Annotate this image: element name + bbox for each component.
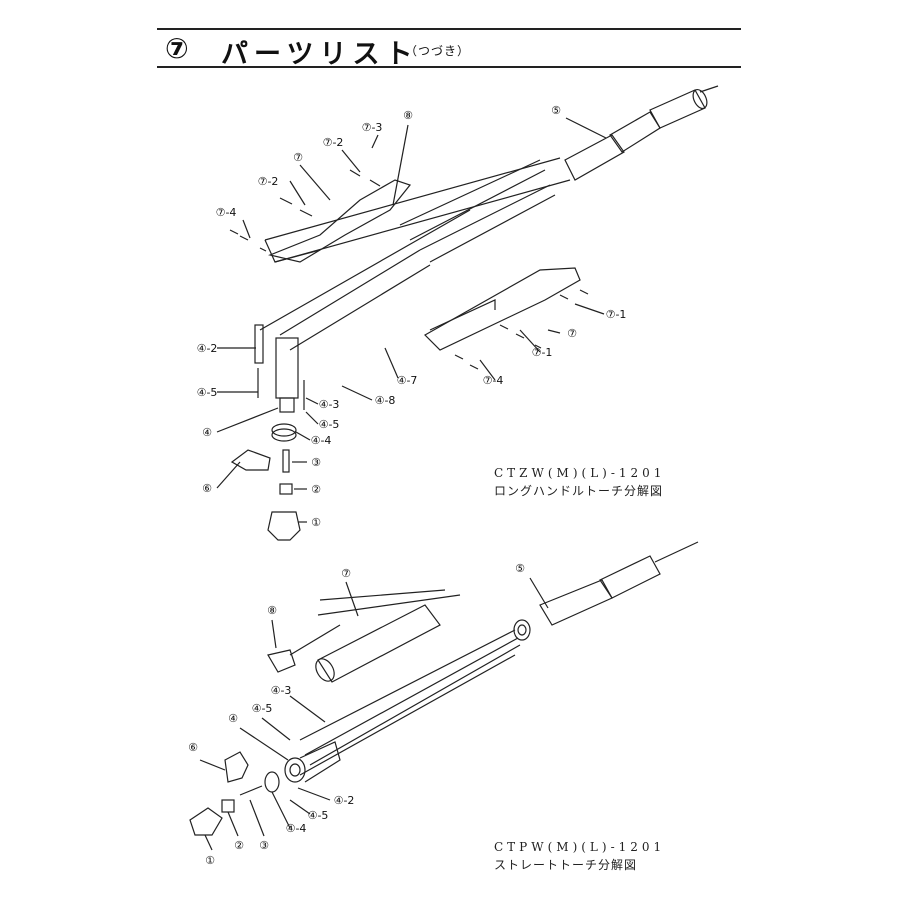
header-rule-bottom — [157, 66, 741, 68]
callout-fig1-11: ④-2 — [197, 342, 218, 355]
figure-1-model: CTZW(M)(L)-1201 — [494, 466, 666, 480]
callout-fig1-1: ⑧ — [403, 109, 413, 122]
figure-1-caption: CTZW(M)(L)-1201 ロングハンドルトーチ分解図 — [494, 466, 665, 499]
callout-fig1-18: ④-8 — [375, 394, 396, 407]
callout-fig2-11: ② — [234, 839, 244, 852]
callout-fig1-10: ⑦-4 — [483, 374, 504, 387]
page-title: パーツリスト — [221, 39, 419, 70]
figure-2-description: ストレートトーチ分解図 — [494, 858, 638, 872]
callout-fig2-4: ④ — [228, 712, 238, 725]
callout-fig1-0: ⑤ — [551, 104, 561, 117]
callout-fig2-3: ④-3 — [271, 684, 292, 697]
callout-fig1-15: ④-5 — [319, 418, 340, 431]
callout-fig2-2: ⑧ — [267, 604, 277, 617]
header-rule-top — [157, 28, 741, 30]
page-header: ⑦ パーツリスト （つづき） — [157, 28, 741, 70]
callout-fig2-9: ④-4 — [286, 822, 307, 835]
callout-fig1-9: ⑦-1 — [532, 346, 553, 359]
callout-fig1-16: ④-4 — [311, 434, 332, 447]
callout-fig1-5: ⑦-2 — [258, 175, 279, 188]
page-subtitle: （つづき） — [405, 44, 471, 58]
callout-fig1-19: ③ — [311, 456, 321, 469]
callout-fig1-6: ⑦-4 — [216, 206, 237, 219]
callout-fig1-7: ⑦-1 — [606, 308, 627, 321]
section-number: ⑦ — [165, 32, 189, 65]
callout-fig2-0: ⑤ — [515, 562, 525, 575]
callout-fig1-4: ⑦ — [293, 151, 303, 164]
figure-1-description: ロングハンドルトーチ分解図 — [494, 484, 664, 498]
callout-fig2-10: ① — [205, 854, 215, 867]
figure-2-drawing — [189, 541, 699, 851]
callout-fig1-12: ④-5 — [197, 386, 218, 399]
callout-fig2-5: ④-5 — [252, 702, 273, 715]
callout-fig1-21: ② — [311, 483, 321, 496]
figure-1-drawing — [216, 85, 719, 541]
callout-fig1-13: ④ — [202, 426, 212, 439]
callout-fig2-12: ③ — [259, 839, 269, 852]
callout-fig1-14: ④-3 — [319, 398, 340, 411]
figure-2-model: CTPW(M)(L)-1201 — [494, 840, 666, 854]
callout-fig1-20: ⑥ — [202, 482, 212, 495]
callout-fig2-7: ④-2 — [334, 794, 355, 807]
callout-fig1-8: ⑦ — [567, 327, 577, 340]
callout-fig1-3: ⑦-2 — [323, 136, 344, 149]
callout-fig1-2: ⑦-3 — [362, 121, 383, 134]
figure-2-caption: CTPW(M)(L)-1201 ストレートトーチ分解図 — [494, 840, 665, 873]
callout-fig1-17: ④-7 — [397, 374, 418, 387]
callout-fig2-1: ⑦ — [341, 567, 351, 580]
callout-fig2-6: ⑥ — [188, 741, 198, 754]
callout-fig2-8: ④-5 — [308, 809, 329, 822]
callout-fig1-22: ① — [311, 516, 321, 529]
